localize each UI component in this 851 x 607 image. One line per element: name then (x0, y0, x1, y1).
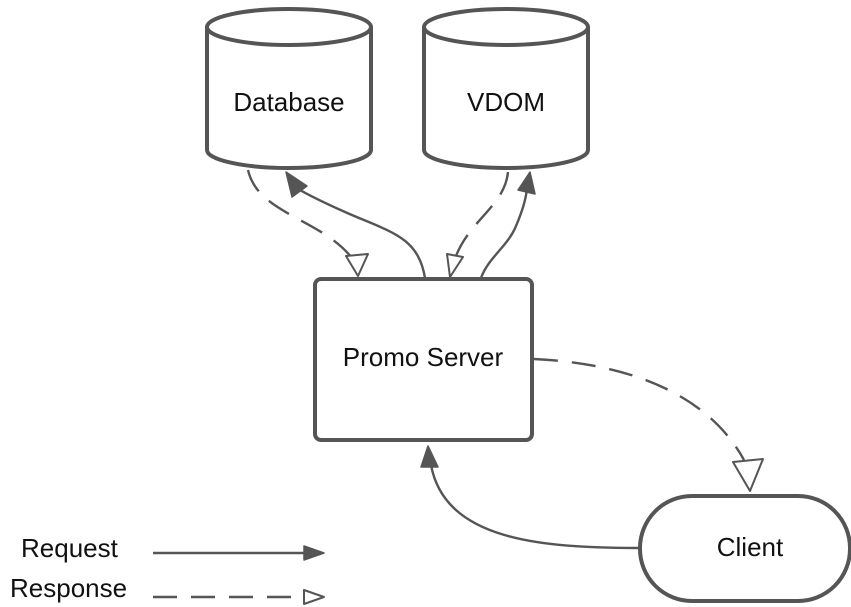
request-arrow-client-to-server (420, 445, 641, 550)
database-cylinder-top (205, 7, 373, 47)
client-node: Client (638, 494, 851, 603)
open-arrowhead (446, 253, 464, 278)
promo-server-label: Promo Server (343, 342, 504, 372)
legend-request-label: Request (21, 533, 119, 563)
response-line (454, 171, 510, 257)
response-line (246, 169, 353, 259)
open-arrowhead (345, 253, 369, 277)
request-arrow-server-to-database (285, 171, 427, 279)
vdom-cylinder-top (422, 7, 590, 47)
database-label: Database (233, 87, 344, 117)
solid-arrowhead (285, 171, 308, 198)
request-line (479, 187, 529, 279)
database-cylinder-body (205, 27, 373, 170)
solid-arrowhead (517, 171, 536, 195)
request-line (429, 464, 641, 550)
database-node: Database (205, 7, 373, 170)
solid-arrowhead (420, 445, 439, 468)
legend-response-label: Response (10, 573, 127, 603)
promo-server-node: Promo Server (313, 277, 534, 442)
request-line (289, 183, 427, 279)
legend-open-arrowhead (303, 589, 325, 605)
vdom-label: VDOM (467, 87, 545, 117)
vdom-cylinder-body (422, 27, 590, 170)
response-arrow-server-to-client (533, 357, 764, 492)
request-arrow-server-to-vdom (479, 171, 536, 279)
vdom-node: VDOM (422, 7, 590, 170)
response-arrow-database-to-server (246, 169, 369, 277)
legend: Request Response (10, 533, 325, 605)
client-label: Client (717, 532, 784, 562)
response-arrow-vdom-to-server (446, 171, 510, 278)
promo-server-box (313, 277, 534, 442)
response-line (533, 357, 746, 461)
legend-solid-arrowhead (303, 545, 325, 561)
open-arrowhead (732, 458, 764, 492)
